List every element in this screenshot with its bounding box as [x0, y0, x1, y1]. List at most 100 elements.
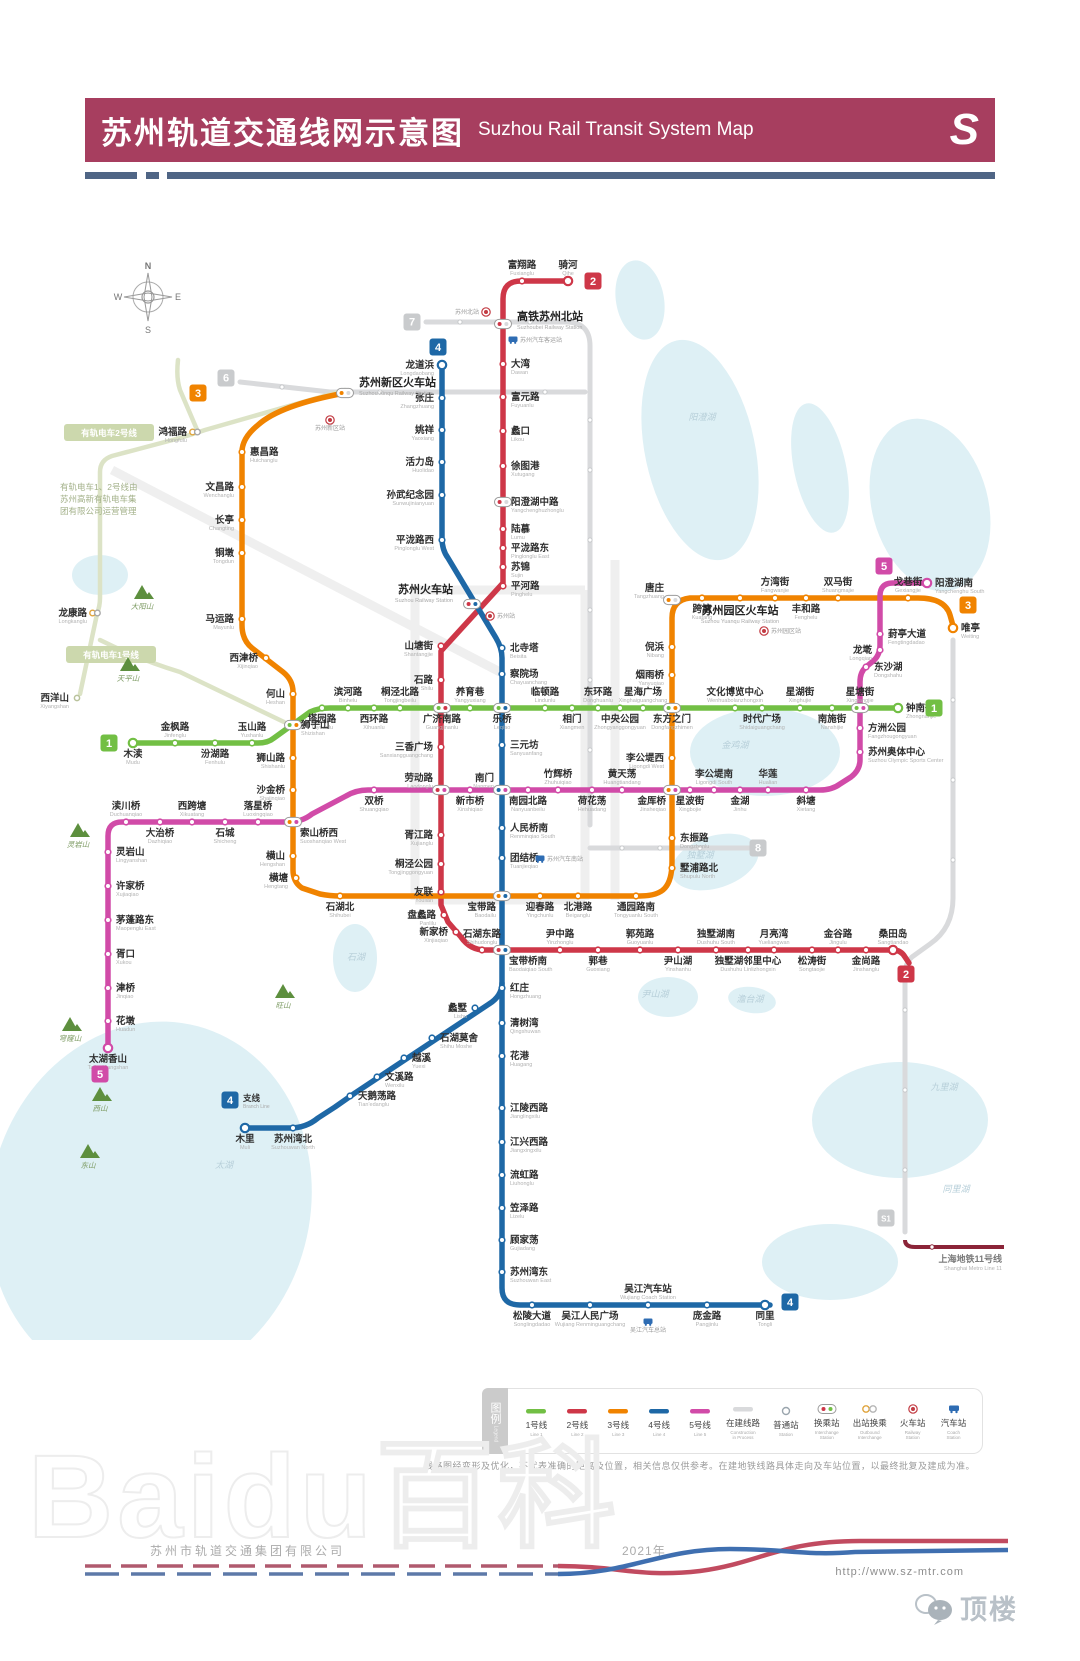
svg-text:Fangwanjie: Fangwanjie: [761, 588, 789, 594]
svg-text:狮山路: 狮山路: [255, 752, 285, 764]
svg-text:2: 2: [590, 276, 596, 288]
svg-text:跨塘: 跨塘: [692, 603, 712, 615]
svg-text:Hehuadang: Hehuadang: [578, 807, 606, 813]
road: [109, 466, 503, 676]
svg-text:蠡口: 蠡口: [511, 425, 530, 437]
legend-line-icon: [732, 1406, 753, 1411]
footer-ribbon-blue: [557, 1546, 1009, 1577]
svg-text:华莲: 华莲: [758, 768, 778, 780]
svg-text:西跨塘: 西跨塘: [178, 800, 207, 812]
svg-text:Xihuanlu: Xihuanlu: [363, 725, 384, 731]
svg-text:西山: 西山: [93, 1104, 108, 1113]
metro-line-l4b: [242, 980, 505, 1131]
svg-text:索山桥西: 索山桥西: [300, 827, 339, 839]
svg-text:石湖东路: 石湖东路: [462, 928, 502, 940]
svg-text:Guoxiang: Guoxiang: [586, 967, 610, 973]
svg-text:Xiangmen: Xiangmen: [560, 725, 585, 731]
svg-text:Shanghai Metro Line 11: Shanghai Metro Line 11: [944, 1266, 1002, 1272]
svg-text:2: 2: [903, 969, 909, 981]
lake-label: 独墅湖: [686, 850, 715, 860]
svg-text:骑河: 骑河: [558, 259, 578, 271]
svg-text:宝带路: 宝带路: [467, 901, 496, 913]
svg-text:桑田岛: 桑田岛: [879, 928, 908, 940]
svg-text:陆慕: 陆慕: [511, 523, 531, 535]
svg-text:吴江人民广场: 吴江人民广场: [561, 1310, 619, 1322]
svg-text:松涛街: 松涛街: [798, 955, 827, 967]
svg-text:姚祥: 姚祥: [414, 424, 435, 436]
svg-text:西洋山: 西洋山: [40, 692, 69, 704]
svg-text:Yanyuqiao: Yanyuqiao: [638, 681, 664, 687]
svg-text:马运路: 马运路: [205, 613, 234, 625]
svg-text:Dongzhenlu: Dongzhenlu: [680, 844, 709, 850]
svg-text:Jinhu: Jinhu: [733, 807, 746, 813]
construction-station: [279, 384, 285, 390]
svg-text:Yaoxiang: Yaoxiang: [411, 436, 434, 442]
svg-text:Jiangxingxilu: Jiangxingxilu: [510, 1148, 542, 1154]
svg-text:东振路: 东振路: [680, 832, 709, 844]
svg-text:Zhongnanjie: Zhongnanjie: [906, 714, 936, 720]
legend-label: 在建线路: [725, 1417, 760, 1428]
svg-text:落星桥: 落星桥: [244, 800, 273, 812]
lake: [690, 708, 840, 796]
svg-text:6: 6: [223, 373, 229, 385]
lake: [812, 1062, 988, 1178]
lake-label: 阳澄湖: [688, 412, 717, 422]
svg-text:荷花荡: 荷花荡: [577, 795, 607, 807]
svg-text:Tongjingbeilu: Tongjingbeilu: [384, 698, 416, 704]
svg-text:金枫路: 金枫路: [160, 721, 190, 733]
svg-text:Luoxingqiao: Luoxingqiao: [243, 812, 273, 818]
svg-text:富翔路: 富翔路: [508, 259, 537, 271]
svg-text:Shupulu North: Shupulu North: [680, 874, 715, 880]
legend-line-icon: [526, 1409, 547, 1414]
svg-text:Yangchenghu South: Yangchenghu South: [935, 589, 984, 595]
svg-text:Shilu: Shilu: [421, 686, 433, 692]
svg-text:苏锦: 苏锦: [511, 561, 531, 573]
svg-text:察院场: 察院场: [510, 668, 539, 680]
svg-text:李公堤西: 李公堤西: [625, 752, 665, 764]
svg-text:苏州站: 苏州站: [497, 612, 515, 620]
svg-text:Liuhonglu: Liuhonglu: [510, 1181, 534, 1187]
svg-text:平泷路西: 平泷路西: [396, 534, 435, 546]
svg-text:Wujiang Coach Station: Wujiang Coach Station: [620, 1295, 676, 1301]
svg-text:养育巷: 养育巷: [455, 686, 485, 698]
footer-url[interactable]: http://www.sz-mtr.com: [835, 1566, 964, 1578]
svg-text:Hongfulu: Hongfulu: [165, 438, 187, 444]
legend-interchange-icon: [817, 1403, 837, 1414]
legend-label: 3号线: [607, 1420, 630, 1430]
